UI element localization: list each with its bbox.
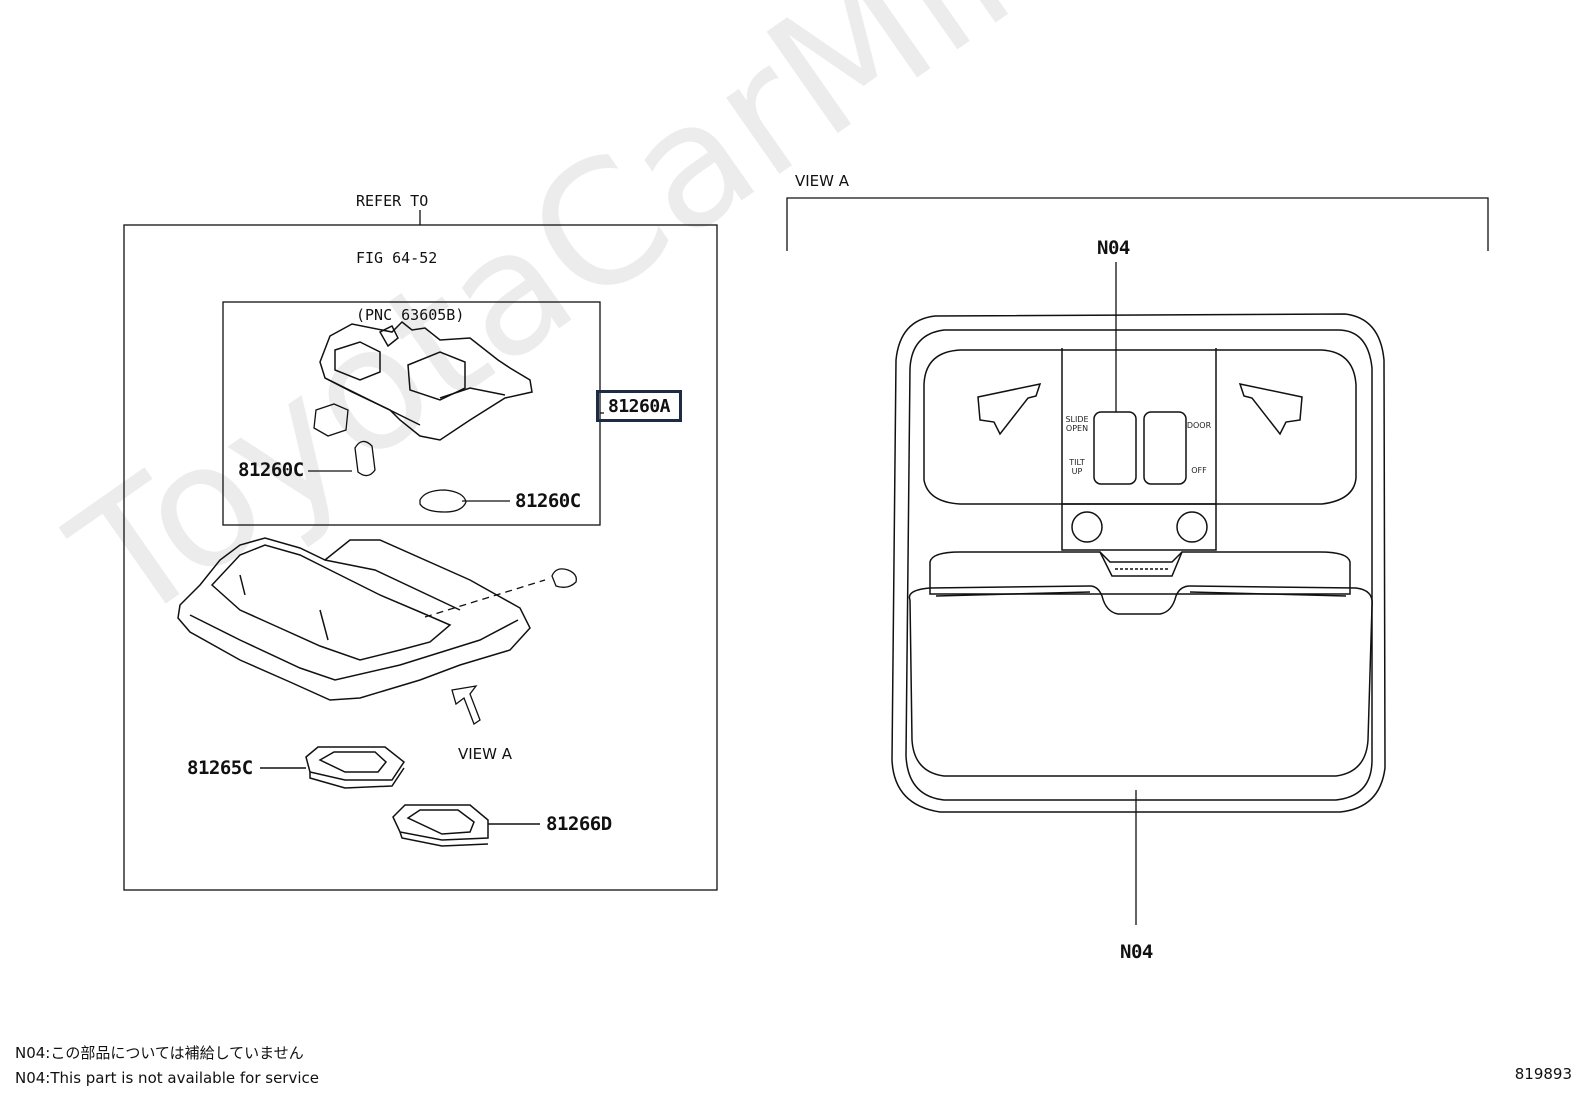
- view-a-bracket: [786, 197, 1489, 251]
- tilt-up-text: TILT UP: [1069, 458, 1085, 476]
- refer-line-3: (PNC 63605B): [356, 306, 465, 324]
- clip-drawing: [313, 403, 349, 437]
- left-lamp-lens: [977, 382, 1042, 436]
- lens-81266d-drawing: [392, 804, 540, 847]
- part-n04-top-label[interactable]: N04: [1097, 237, 1130, 259]
- part-81266d-label[interactable]: 81266D: [546, 813, 612, 835]
- bulb-81260c-left-drawing: [308, 440, 376, 477]
- view-arrow-drawing: [451, 685, 481, 725]
- part-81260a-callout[interactable]: 81260A: [596, 390, 682, 422]
- refer-to-note: REFER TO FIG 64-52 (PNC 63605B): [356, 154, 464, 363]
- door-text: DOOR: [1186, 421, 1212, 430]
- view-a-label-left: VIEW A: [458, 745, 513, 763]
- view-a-label-right: VIEW A: [795, 172, 850, 190]
- part-81265c-label[interactable]: 81265C: [187, 757, 253, 779]
- figure-number: 819893: [1514, 1065, 1572, 1083]
- clip-small-drawing: [551, 568, 577, 588]
- slide-tilt-switch: [1093, 411, 1137, 485]
- part-81260c-left-label[interactable]: 81260C: [238, 459, 304, 481]
- refer-line-1: REFER TO: [356, 192, 429, 210]
- note-english: N04:This part is not available for servi…: [15, 1069, 319, 1087]
- left-round-button: [1071, 511, 1103, 543]
- part-n04-bottom-label[interactable]: N04: [1120, 941, 1153, 963]
- right-round-button: [1176, 511, 1208, 543]
- refer-line-2: FIG 64-52: [356, 249, 438, 267]
- part-81260c-right-label[interactable]: 81260C: [515, 490, 581, 512]
- bulb-81260c-right-drawing: [419, 489, 510, 513]
- door-off-switch: [1143, 411, 1187, 485]
- off-text: OFF: [1191, 466, 1207, 475]
- note-japanese: N04:この部品については補給していません: [15, 1044, 304, 1062]
- lens-81265c-drawing: [260, 746, 406, 789]
- right-lamp-lens: [1238, 382, 1303, 436]
- overhead-console-drawing: [891, 313, 1386, 813]
- socket-housing-drawing: [319, 320, 533, 441]
- sunglass-holder-lid: [908, 585, 1373, 777]
- lamp-housing-drawing: [177, 537, 531, 701]
- slide-open-text: SLIDE OPEN: [1065, 415, 1089, 433]
